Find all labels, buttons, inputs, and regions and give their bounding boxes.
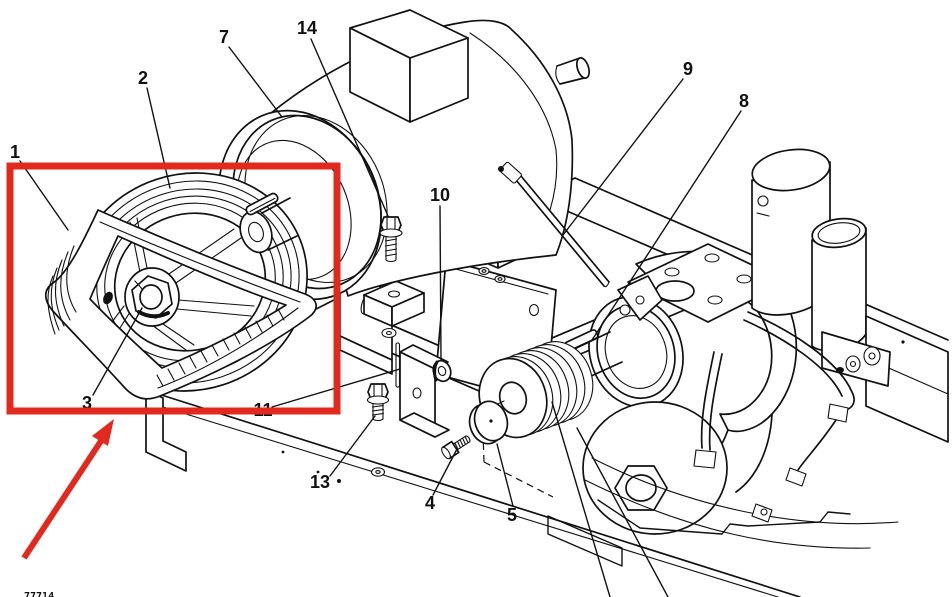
washer-13 — [370, 467, 386, 477]
callout-label-10: 10 — [430, 185, 450, 205]
elbow-fitting — [693, 449, 717, 469]
callout-label-8: 8 — [739, 91, 749, 111]
highlight-arrow-shaft — [21, 439, 104, 560]
leader-line-4 — [432, 448, 458, 496]
base-dot — [281, 450, 285, 454]
vibration-mount-front — [363, 280, 425, 339]
callout-label-13: 13 — [310, 472, 330, 492]
cropped-leader-line — [576, 427, 669, 597]
support-rod — [498, 161, 610, 288]
belt-ribs-left-loop — [47, 245, 77, 335]
callout-label-1: 1 — [10, 142, 20, 162]
callout-label-14: 14 — [297, 18, 317, 38]
pulley-spokes — [111, 217, 255, 351]
oil-filter-canister-short — [811, 217, 867, 352]
callout-dot — [337, 479, 341, 483]
motor-shaft-group — [239, 192, 298, 254]
small-pulley-bore — [498, 381, 528, 415]
compressor-bottom-notched-edge — [597, 499, 851, 535]
leader-line-7 — [228, 46, 283, 118]
rod-clamp — [499, 161, 522, 184]
mount-washer — [381, 327, 397, 339]
small-nuts — [478, 267, 506, 283]
cap-screw — [441, 435, 471, 460]
compressor-snout-ring — [604, 315, 668, 389]
callout-label-4: 4 — [425, 493, 435, 513]
housing-lower-edge — [735, 413, 773, 493]
motor-stub-shaft — [555, 57, 591, 85]
leader-line-1 — [19, 160, 69, 231]
base-front-edge-inner — [159, 405, 779, 597]
drive-belt — [44, 209, 317, 400]
highlight-arrow-head — [92, 419, 114, 446]
callout-label-3: 3 — [82, 393, 92, 413]
hoses — [693, 311, 855, 523]
callout-label-7: 7 — [219, 27, 229, 47]
junction-box — [349, 9, 469, 123]
highlight-annotations — [6, 162, 341, 560]
washer-10 — [432, 359, 452, 383]
compressor-under-line — [584, 479, 871, 549]
leader-line-13 — [329, 415, 376, 477]
belt-length-line — [99, 221, 301, 303]
leader-line-14 — [310, 38, 389, 217]
motor-shaft-key — [245, 192, 279, 216]
hex-bolt-14 — [379, 216, 403, 263]
hose-fitting — [785, 467, 807, 487]
base-panel-slot — [547, 515, 623, 567]
motor-shaft-top — [261, 197, 291, 214]
corner-part-number: 77714 — [24, 591, 54, 597]
hose-fitting — [827, 403, 849, 423]
hub-bore — [139, 284, 163, 310]
leader-line-8 — [591, 110, 742, 341]
hub-shadow — [137, 310, 170, 319]
leader-line-3 — [92, 307, 143, 396]
threaded-stud — [395, 342, 401, 388]
base-front-edge — [151, 391, 801, 597]
callout-label-2: 2 — [138, 68, 148, 88]
cropped-leader-line — [551, 401, 611, 597]
callout-label-9: 9 — [683, 59, 693, 79]
belt-rib-hatching — [156, 308, 285, 387]
drain-fitting — [751, 503, 773, 523]
belt-length-line — [157, 307, 299, 389]
small-pulley-group — [441, 341, 594, 460]
rod-clamp-bolt — [498, 166, 504, 172]
fasteners — [366, 216, 452, 477]
compressor-assembly — [582, 148, 949, 549]
base-dot — [316, 470, 320, 474]
hex-plug — [614, 465, 668, 511]
plate-side-bracket — [617, 275, 663, 321]
belt-band — [44, 209, 317, 400]
motor-end-crescent — [469, 32, 558, 211]
compressor-under-line — [591, 457, 899, 525]
base-foot — [145, 389, 187, 472]
support-bracket — [399, 344, 450, 438]
hex-bolt-13 — [366, 383, 390, 422]
leader-line-2 — [146, 87, 171, 189]
canister-logo-underline — [756, 212, 770, 217]
highlight-rectangle — [6, 162, 341, 415]
motor-shaft-bottom — [267, 235, 298, 251]
canister-logo — [757, 195, 769, 207]
leader-line-9 — [562, 78, 684, 236]
leader-line-5 — [496, 443, 514, 507]
leader-lines — [19, 38, 742, 597]
leader-line-10 — [439, 205, 442, 361]
callout-label-5: 5 — [507, 505, 517, 525]
oil-filter-canister-tall — [751, 148, 831, 316]
hub-keyway — [134, 280, 144, 291]
vertical-plate-hole — [528, 303, 540, 317]
pulley-hole — [103, 291, 113, 305]
